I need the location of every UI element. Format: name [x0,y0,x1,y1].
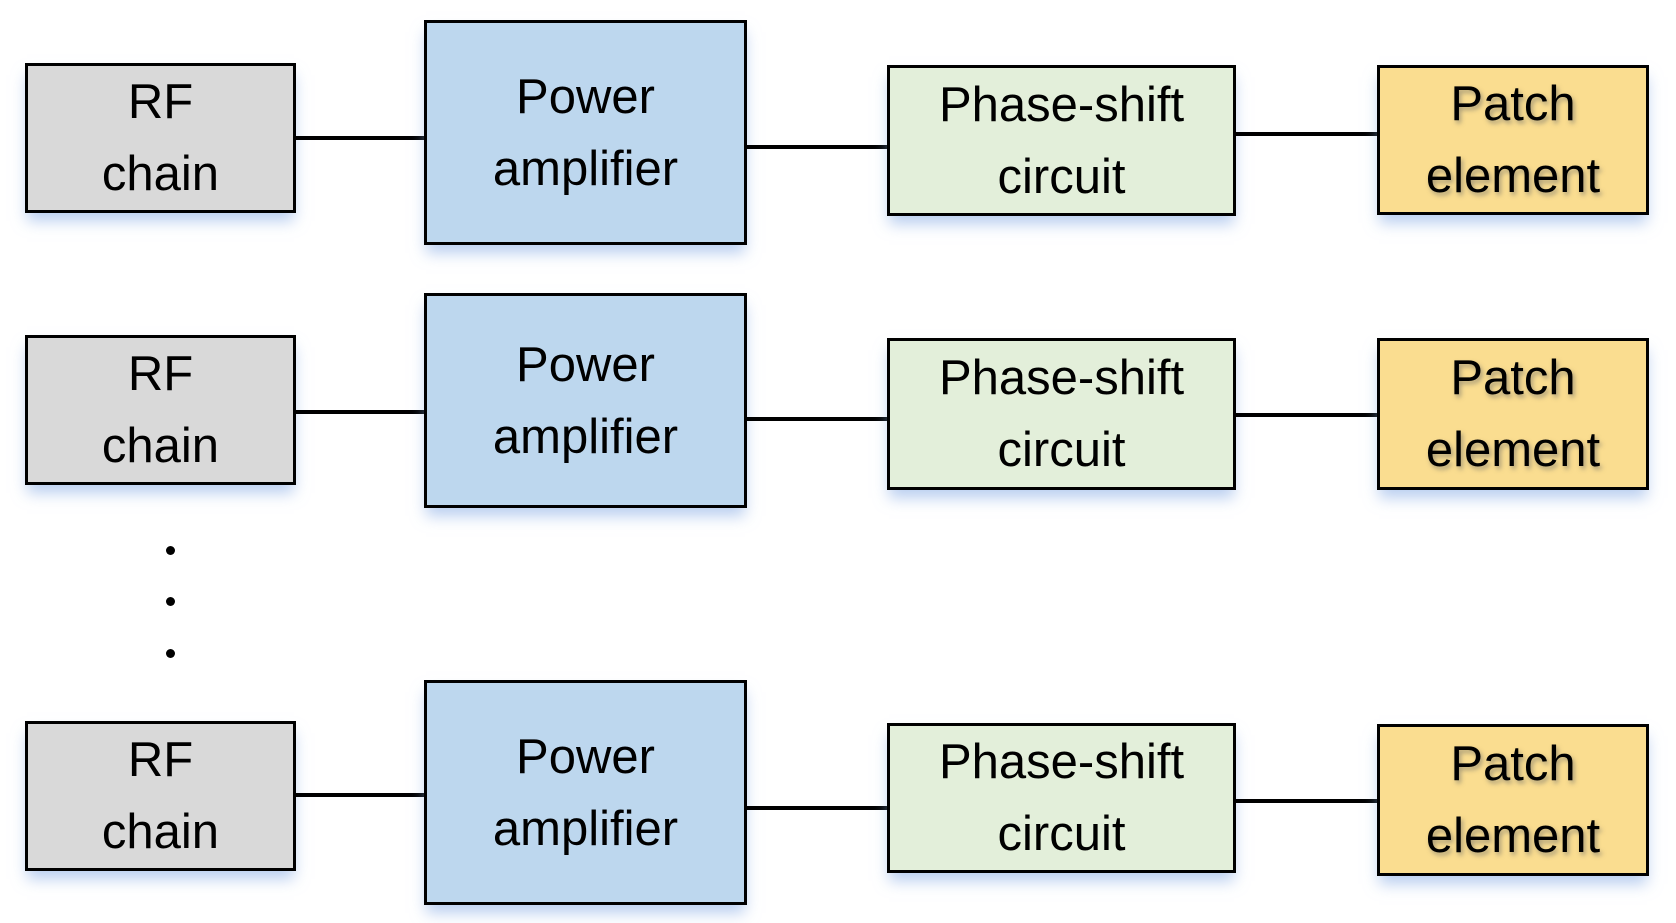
power-amplifier-node-row3: Power amplifier [424,680,747,905]
rf-chain-node-row2: RF chain [25,335,296,485]
patch-element-node-row2: Patch element [1377,338,1649,490]
rf-chain-node-row1: RF chain [25,63,296,213]
connector-line-pa-ps-row3 [745,806,891,810]
ellipsis-dot [166,597,175,606]
node-label: Power [516,69,655,124]
node-label: circuit [997,423,1126,477]
connector-line-pa-ps-row1 [745,145,891,149]
node-label: chain [101,419,220,473]
phase-shift-circuit-node-row3: Phase-shift circuit [887,723,1236,873]
node-label: Patch [1450,77,1576,131]
connector-line-rf-pa-row2 [294,410,428,414]
node-label: Power [516,337,655,392]
node-label: RF [127,733,194,787]
node-label: RF [127,347,194,401]
ellipsis-dot [166,546,175,555]
node-label: Phase-shift [938,735,1185,789]
patch-element-node-row3: Patch element [1377,724,1649,876]
node-label: amplifier [492,801,679,856]
connector-line-ps-patch-row2 [1234,413,1381,417]
node-label: element [1425,149,1601,203]
connector-line-ps-patch-row1 [1234,132,1381,136]
node-label: chain [101,147,220,201]
node-label: amplifier [492,141,679,196]
patch-element-node-row1: Patch element [1377,65,1649,215]
node-label: element [1425,809,1601,863]
node-label: chain [101,805,220,859]
node-label: Patch [1450,737,1576,791]
connector-line-ps-patch-row3 [1234,799,1381,803]
node-label: RF [127,75,194,129]
node-label: circuit [997,807,1126,861]
phase-shift-circuit-node-row1: Phase-shift circuit [887,65,1236,216]
connector-line-pa-ps-row2 [745,417,891,421]
phase-shift-circuit-node-row2: Phase-shift circuit [887,338,1236,490]
node-label: circuit [997,149,1126,204]
node-label: Phase-shift [938,351,1185,405]
node-label: Power [516,729,655,784]
node-label: element [1425,423,1601,477]
ellipsis-dot [166,649,175,658]
node-label: Patch [1450,351,1576,405]
node-label: Phase-shift [938,77,1185,132]
node-label: amplifier [492,409,679,464]
power-amplifier-node-row2: Power amplifier [424,293,747,508]
connector-line-rf-pa-row3 [294,793,428,797]
rf-chain-node-row3: RF chain [25,721,296,871]
connector-line-rf-pa-row1 [294,136,428,140]
power-amplifier-node-row1: Power amplifier [424,20,747,245]
